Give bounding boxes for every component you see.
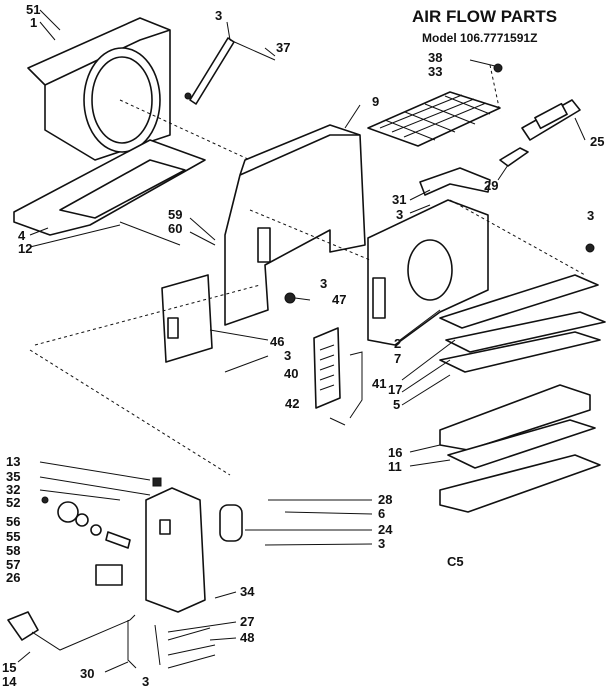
callout-6: 6	[378, 506, 385, 521]
part-capacitor	[219, 504, 243, 542]
callout-34: 34	[240, 584, 255, 599]
callout-60: 60	[168, 221, 182, 236]
part-power-cord	[7, 611, 136, 651]
callout-46: 46	[270, 334, 284, 349]
part-control-plate	[521, 99, 581, 141]
callout-3-e: 3	[284, 348, 291, 363]
callout-11: 11	[388, 459, 402, 474]
callout-33: 33	[428, 64, 442, 79]
part-ground-wire	[127, 620, 137, 669]
callout-9: 9	[372, 94, 379, 109]
part-3-screw-right	[585, 243, 595, 253]
callout-3-g: 3	[142, 674, 149, 689]
callout-15: 15	[2, 660, 16, 675]
callout-51: 51	[26, 2, 40, 17]
callout-4: 4	[18, 228, 26, 243]
callout-42: 42	[285, 396, 299, 411]
part-terminals	[154, 624, 216, 669]
part-bulkhead	[224, 124, 366, 326]
callout-30: 30	[80, 666, 94, 681]
callout-2: 2	[394, 336, 401, 351]
part-bracket	[419, 167, 491, 196]
part-filter-upper	[439, 274, 606, 373]
part-clip	[499, 147, 529, 167]
part-rod	[189, 37, 276, 105]
callout-32: 32	[6, 482, 20, 497]
callout-47: 47	[332, 292, 346, 307]
callout-31: 31	[392, 192, 406, 207]
callout-14: 14	[2, 674, 17, 689]
callout-28: 28	[378, 492, 392, 507]
callout-3-a: 3	[215, 8, 222, 23]
part-evaporator-housing	[367, 199, 489, 346]
callout-59: 59	[168, 207, 182, 222]
callout-24: 24	[378, 522, 393, 537]
callout-27: 27	[240, 614, 254, 629]
callout-40: 40	[284, 366, 298, 381]
part-vent	[313, 327, 341, 409]
part-knob	[57, 501, 131, 549]
callout-56: 56	[6, 514, 20, 529]
part-52-screw	[41, 496, 49, 504]
callout-13: 13	[6, 454, 20, 469]
part-38-screw	[493, 63, 503, 73]
part-wire	[329, 351, 363, 426]
part-fan-shroud	[27, 17, 171, 161]
callout-25: 25	[590, 134, 604, 149]
callout-3-c: 3	[587, 208, 594, 223]
callout-48: 48	[240, 630, 254, 645]
callout-5: 5	[393, 397, 400, 412]
callout-3-b: 3	[396, 207, 403, 222]
callout-3-f: 3	[378, 536, 385, 551]
callout-17: 17	[388, 382, 402, 397]
assembly-paths	[29, 64, 586, 476]
callout-35: 35	[6, 469, 20, 484]
callout-29: 29	[484, 178, 498, 193]
part-switch	[95, 564, 123, 586]
callout-1: 1	[30, 15, 37, 30]
screw-3-top	[184, 92, 192, 100]
callout-16: 16	[388, 445, 402, 460]
part-filter-lower	[439, 384, 601, 513]
callout-38: 38	[428, 50, 442, 65]
callout-58: 58	[6, 543, 20, 558]
model-number: Model 106.7771591Z	[422, 31, 537, 45]
diagram-title: AIR FLOW PARTS	[412, 7, 557, 26]
callout-52: 52	[6, 495, 20, 510]
callout-57: 57	[6, 557, 20, 572]
footer-code: C5	[447, 554, 464, 569]
callout-37: 37	[276, 40, 290, 55]
part-grille	[367, 91, 501, 147]
callout-12: 12	[18, 241, 32, 256]
part-base-pan	[13, 139, 206, 246]
part-grommet	[284, 292, 296, 304]
callout-55: 55	[6, 529, 20, 544]
leader-lines	[17, 9, 586, 673]
part-13-nut	[152, 477, 162, 487]
part-side-panel	[161, 274, 213, 363]
part-control-box	[145, 487, 206, 613]
callout-7: 7	[394, 351, 401, 366]
callout-26: 26	[6, 570, 20, 585]
callout-3-d: 3	[320, 276, 327, 291]
callout-41: 41	[372, 376, 386, 391]
